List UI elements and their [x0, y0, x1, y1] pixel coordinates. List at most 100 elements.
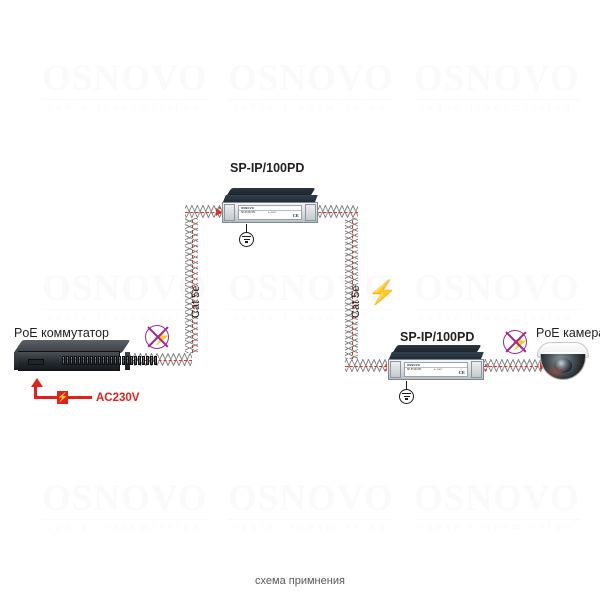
data-line-camera: [484, 365, 548, 367]
device-bottom-label: SP-IP/100PD: [400, 330, 475, 344]
switch-port: [77, 356, 82, 365]
watermark-brand: OSNOVO: [42, 478, 208, 519]
switch-port: [101, 356, 106, 365]
lightning-glyph: ⚡: [152, 329, 171, 346]
camera-dome: [540, 354, 586, 380]
device-port-left: [390, 361, 401, 378]
ground-bar-1: [242, 236, 251, 238]
ground-symbol-bottom: [398, 381, 416, 405]
switch-port: [117, 356, 122, 365]
power-line-vertical: [34, 387, 37, 398]
device-led-left-2: [385, 369, 387, 371]
watermark-brand: OSNOVO: [42, 268, 208, 309]
data-line-left-vertical: [191, 205, 193, 353]
switch-rack-ear-left: [14, 352, 19, 370]
ce-mark: CE: [292, 213, 299, 218]
watermark-tagline: cable transmission: [228, 309, 394, 323]
watermark-tagline: cable transmission: [414, 519, 580, 533]
ground-bar-1: [402, 393, 411, 395]
poe-switch[interactable]: [13, 340, 158, 372]
device-brand: OSNOVO: [405, 363, 467, 368]
switch-port: [81, 356, 86, 365]
switch-port: [113, 356, 118, 365]
power-arrow: [31, 378, 43, 387]
watermark-tagline: cable transmission: [414, 99, 580, 113]
power-label: AC230V: [96, 392, 140, 404]
poe-camera[interactable]: [537, 342, 589, 382]
camera-lens: [554, 358, 572, 373]
data-line-top-left: [185, 211, 225, 213]
watermark-brand: OSNOVO: [414, 268, 580, 309]
switch-port: [65, 356, 70, 365]
data-line-bottom-left: [345, 365, 387, 367]
power-symbol-icon: ⚡: [57, 391, 69, 404]
switch-label: PoE коммутатор: [14, 326, 109, 340]
device-led-left: [385, 364, 387, 366]
switch-display: [28, 359, 44, 365]
watermark-brand: OSNOVO: [414, 478, 580, 519]
switch-port: [105, 356, 110, 365]
no-lightning-icon-right: ⚡: [503, 330, 529, 354]
device-sp-ip-100pd-bottom[interactable]: OSNOVO SP-IP/100 PD In: 100 T CE: [385, 345, 487, 381]
switch-port: [153, 356, 158, 365]
device-brand: OSNOVO: [239, 206, 301, 211]
watermark-brand: OSNOVO: [228, 268, 394, 309]
camera-label: PoE камера: [536, 326, 600, 340]
cat5e-label-right: Cat 5e: [350, 285, 362, 318]
device-port-left: [224, 204, 235, 221]
switch-port: [89, 356, 94, 365]
device-port-right: [471, 361, 482, 378]
device-label-plate: OSNOVO SP-IP/100 PD In: 100 T CE: [238, 205, 302, 220]
power-line-horizontal-left: [34, 396, 58, 399]
ground-bar-2: [403, 395, 410, 397]
switch-port: [133, 356, 138, 365]
device-led-left-2: [219, 212, 221, 214]
device-spec-text: In: 100 T: [434, 368, 443, 371]
switch-port: [125, 356, 130, 365]
device-sp-ip-100pd-top[interactable]: OSNOVO SP-IP/100 PD In: 100 T CE: [219, 188, 318, 224]
data-line-right-vertical: [351, 205, 353, 365]
power-line-horizontal-right: [68, 396, 92, 399]
device-model-text: SP-IP/100 PD: [407, 368, 422, 371]
data-arrow-top-left: [216, 207, 222, 216]
device-model-text: SP-IP/100 PD: [241, 211, 256, 214]
lightning-glyph: ⚡: [510, 334, 529, 351]
device-led-right-2: [485, 369, 487, 371]
watermark-tagline: cable transmission: [42, 519, 208, 533]
watermark-brand: OSNOVO: [42, 58, 208, 99]
device-spec-text: In: 100 T: [268, 211, 277, 214]
switch-port: [141, 356, 146, 365]
switch-port: [109, 356, 114, 365]
watermark-tagline: cable transmission: [228, 519, 394, 533]
ground-bar-2: [243, 238, 250, 240]
watermark-brand: OSNOVO: [414, 58, 580, 99]
no-lightning-icon-left: ⚡: [145, 325, 171, 349]
switch-port: [73, 356, 78, 365]
data-line-top-right: [313, 211, 358, 213]
lightning-bolt-icon: ⚡: [368, 279, 397, 305]
switch-port: [97, 356, 102, 365]
watermark-brand: OSNOVO: [228, 478, 394, 519]
watermark-tagline: cable transmission: [42, 99, 208, 113]
device-top-label: SP-IP/100PD: [230, 161, 305, 175]
switch-port: [85, 356, 90, 365]
camera-highlight: [547, 368, 563, 376]
data-line-switch: [128, 359, 192, 361]
switch-port: [121, 356, 126, 365]
switch-port: [93, 356, 98, 365]
ground-stem: [406, 381, 408, 391]
switch-port: [129, 356, 134, 365]
watermark-brand: OSNOVO: [228, 58, 394, 99]
ground-bar-3: [405, 398, 408, 400]
switch-port: [62, 356, 66, 365]
switch-port-bank: [62, 356, 158, 365]
switch-port: [145, 356, 150, 365]
device-label-plate: OSNOVO SP-IP/100 PD In: 100 T CE: [404, 362, 468, 377]
